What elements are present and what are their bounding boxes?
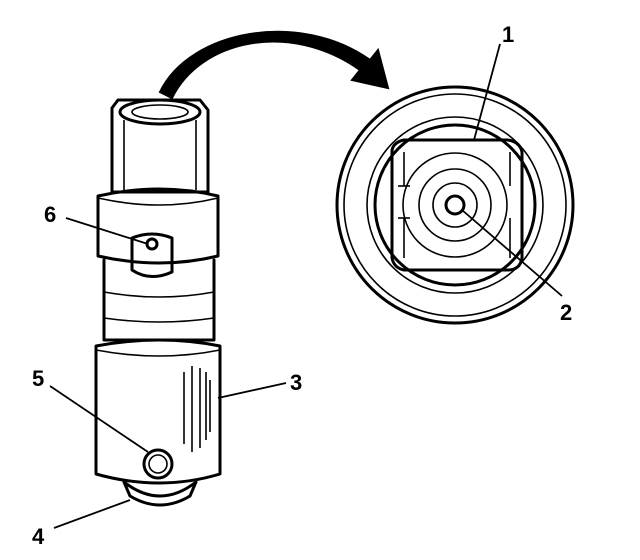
lifter-middle-body <box>102 258 216 342</box>
leader-2 <box>461 209 563 297</box>
lifter-end-view <box>335 85 575 325</box>
leader-4 <box>53 499 131 529</box>
callout-2: 2 <box>560 300 572 325</box>
lifter-top-seat <box>118 98 202 126</box>
retainer-clip-1 <box>390 138 524 272</box>
callout-labels: 1 2 3 4 5 6 <box>32 22 572 549</box>
guide-band <box>96 187 220 265</box>
leader-1 <box>473 43 501 141</box>
oil-inlet-5 <box>142 448 174 480</box>
callout-1: 1 <box>502 22 514 47</box>
callout-3: 3 <box>290 370 302 395</box>
leader-3 <box>217 382 287 399</box>
oil-hole-6 <box>145 237 159 251</box>
curved-arrow <box>158 30 390 100</box>
callout-4: 4 <box>32 524 45 549</box>
leader-6 <box>65 217 149 245</box>
callout-6: 6 <box>44 202 56 227</box>
hydraulic-lifter <box>94 98 222 507</box>
check-valve-2 <box>444 194 466 216</box>
roller-bottom-4 <box>122 480 198 507</box>
leader-5 <box>49 385 149 453</box>
lifter-top-body <box>110 98 210 194</box>
leader-lines <box>49 43 563 529</box>
oil-hole-tab <box>130 232 174 278</box>
end-view-outer-ring <box>335 85 575 325</box>
lifter-lower-body <box>94 338 222 485</box>
callout-5: 5 <box>32 366 44 391</box>
